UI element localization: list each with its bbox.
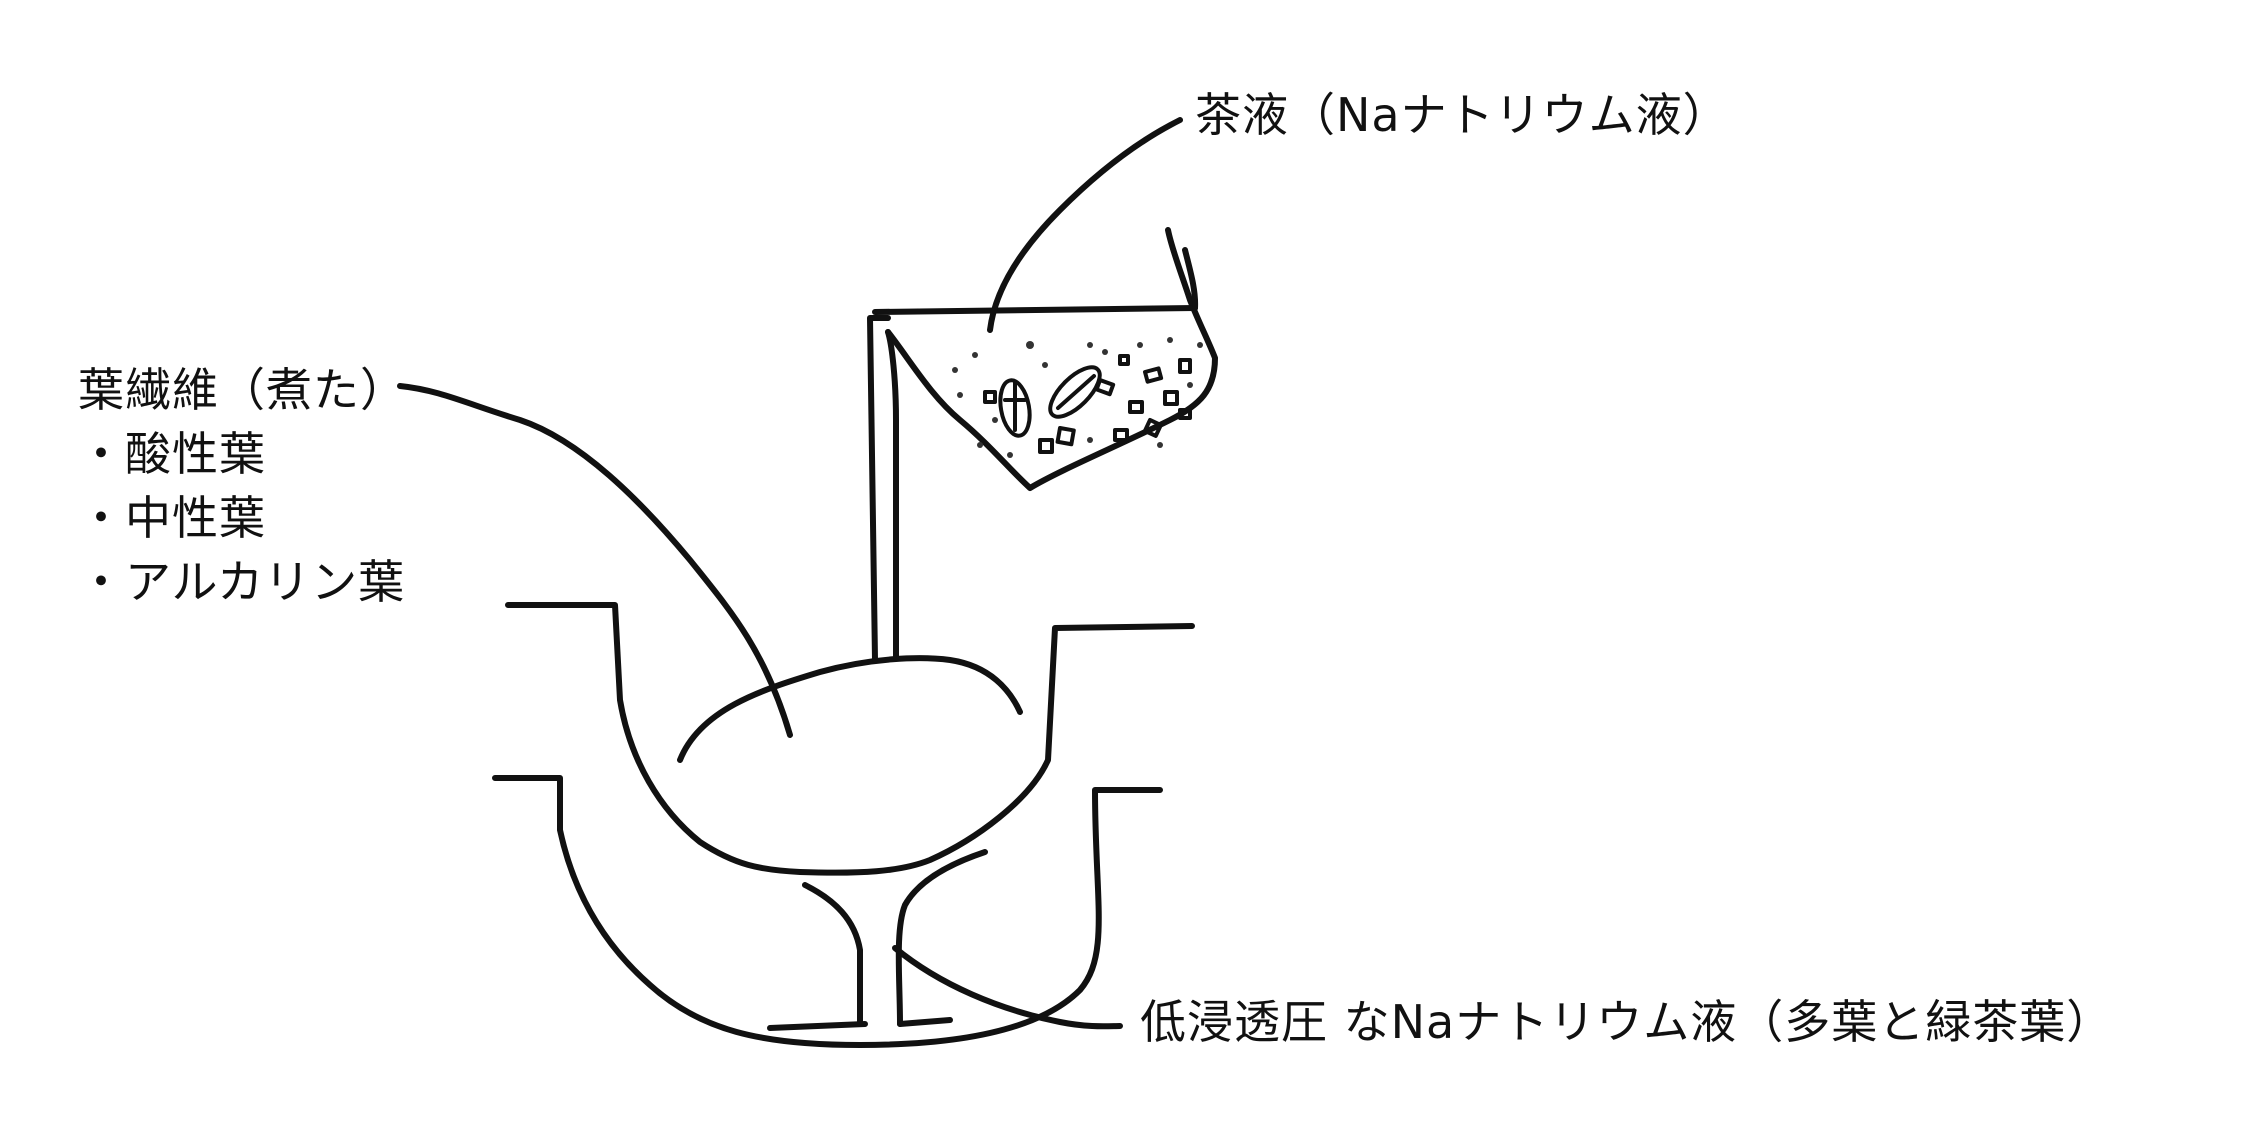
- pour-stream: [867, 315, 899, 663]
- inner-vessel: [505, 602, 1195, 1027]
- output-label-leader: [892, 945, 1123, 1030]
- fiber-label-block: 葉繊維（煮た） ・酸性葉 ・中性葉 ・アルカリン葉: [78, 358, 407, 614]
- fiber-item-neutral: ・中性葉: [78, 491, 266, 545]
- fiber-label-leader: [397, 383, 793, 738]
- tea-liquid-label: 茶液（Naナトリウム液）: [1195, 88, 1730, 142]
- fiber-title: 葉繊維（煮た）: [78, 363, 407, 417]
- fiber-item-alkaline: ・アルカリン葉: [78, 555, 406, 609]
- tea-leaves: [952, 337, 1203, 458]
- outer-vessel: [492, 775, 1163, 1048]
- tea-label-leader: [987, 117, 1183, 333]
- output-liquid-label: 低浸透圧 なNaナトリウム液（多葉と緑茶葉）: [1140, 995, 2114, 1049]
- tea-pot: [872, 227, 1218, 491]
- fiber-item-acidic: ・酸性葉: [78, 427, 266, 481]
